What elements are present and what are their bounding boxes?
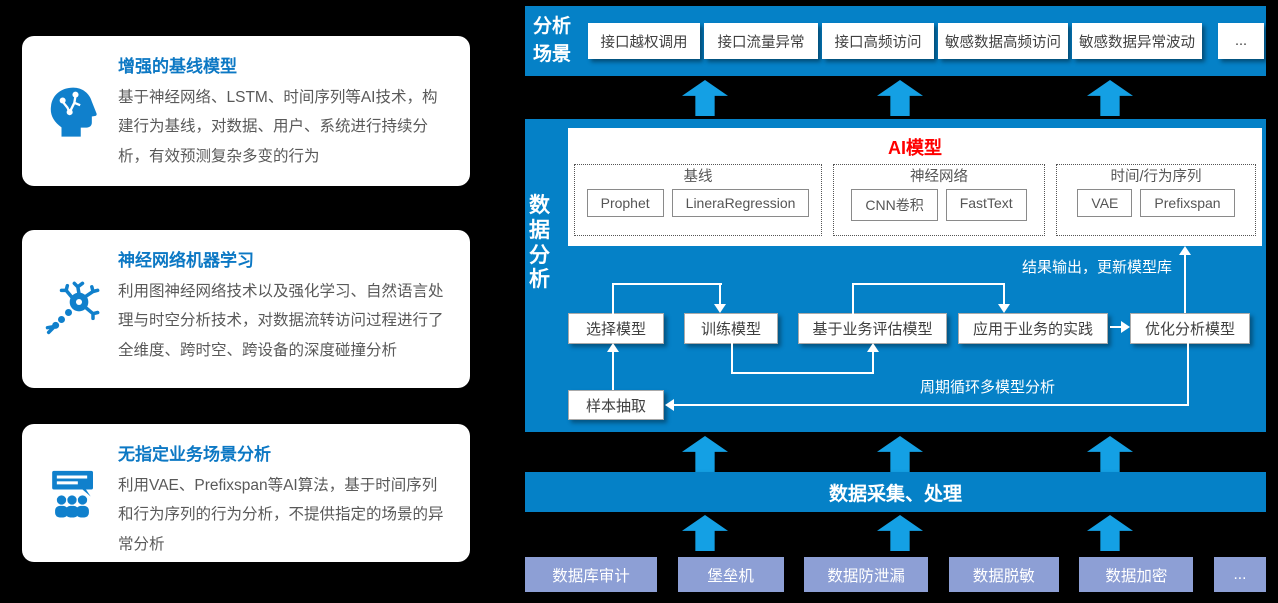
connector-line [731, 372, 874, 374]
connector-line [612, 351, 614, 390]
scenario-bar-label: 分析场景 [533, 16, 572, 65]
connector-line [1003, 283, 1005, 305]
source-box-data-masking: 数据脱敏 [948, 557, 1059, 592]
connector-line [719, 283, 721, 305]
model-group-name: 时间/行为序列 [1110, 169, 1202, 185]
output-note: 结果输出，更新模型库 [1022, 259, 1173, 276]
scenario-item: 敏感数据异常波动 [1072, 23, 1202, 59]
card-body: 基于神经网络、LSTM、时间序列等AI技术，构建行为基线，对数据、用户、系统进行… [118, 89, 438, 165]
connector-line [674, 404, 1189, 406]
connector-line [1110, 326, 1123, 328]
model-box: LineraRegression [671, 189, 810, 217]
data-collection-bar: 数据采集、处理 [525, 472, 1266, 512]
up-arrow-icon [877, 80, 923, 116]
scenario-item: 接口越权调用 [588, 23, 700, 59]
arrowhead-up-icon [607, 343, 619, 352]
card-title: 神经网络机器学习 [118, 251, 254, 270]
arrowhead-down-icon [998, 304, 1010, 313]
up-arrow-icon [682, 80, 728, 116]
card-no-scenario-analysis: 无指定业务场景分析 利用VAE、Prefixspan等AI算法，基于时间序列和行… [22, 424, 470, 562]
flow-step-evaluate-model: 基于业务评估模型 [798, 313, 947, 344]
up-arrow-icon [877, 515, 923, 551]
connector-line [1187, 343, 1189, 406]
up-arrow-icon [877, 436, 923, 472]
scenario-bar: 分析场景 接口越权调用 接口流量异常 接口高频访问 敏感数据高频访问 敏感数据异… [525, 6, 1266, 76]
flow-step-select-model: 选择模型 [568, 313, 664, 344]
source-box-dlp: 数据防泄漏 [804, 557, 929, 592]
arrowhead-left-icon [665, 399, 674, 411]
source-box-bastion-host: 堡垒机 [677, 557, 784, 592]
connector-line [612, 283, 722, 285]
model-group-name: 基线 [683, 169, 713, 185]
scenario-item-more: ... [1218, 23, 1264, 59]
model-box: CNN卷积 [851, 189, 938, 221]
loop-note: 周期循环多模型分析 [920, 379, 1056, 396]
connector-line [731, 343, 733, 374]
scenario-item: 接口流量异常 [704, 23, 818, 59]
flow-step-optimize-model: 优化分析模型 [1130, 313, 1250, 344]
arrowhead-down-icon [714, 304, 726, 313]
panel-side-label: 数据分析 [529, 194, 550, 292]
scenario-item: 敏感数据高频访问 [938, 23, 1068, 59]
model-group-baseline: 基线 Prophet LineraRegression [574, 164, 822, 236]
connector-line [852, 283, 854, 314]
connector-line [852, 283, 1005, 285]
source-box-database-audit: 数据库审计 [525, 557, 657, 592]
model-box: Prophet [586, 189, 664, 217]
ai-model-box: AI模型 基线 Prophet LineraRegression 神经网络 CN… [568, 128, 1262, 246]
up-arrow-icon [682, 436, 728, 472]
source-box-data-encryption: 数据加密 [1079, 557, 1194, 592]
arrowhead-right-icon [1121, 321, 1130, 333]
model-group-neural: 神经网络 CNN卷积 FastText [833, 164, 1045, 236]
ai-model-groups: 基线 Prophet LineraRegression 神经网络 CNN卷积 F… [574, 164, 1256, 236]
scenario-item: 接口高频访问 [822, 23, 934, 59]
card-body: 利用图神经网络技术以及强化学习、自然语言处理与时空分析技术，对数据流转访问过程进… [118, 283, 444, 359]
model-box: Prefixspan [1140, 189, 1235, 217]
connector-line [612, 283, 614, 314]
arrowhead-up-icon [867, 343, 879, 352]
data-analysis-panel: 数据分析 AI模型 基线 Prophet LineraRegression 神经… [525, 119, 1266, 432]
card-neural-network: 神经网络机器学习 利用图神经网络技术以及强化学习、自然语言处理与时空分析技术，对… [22, 230, 470, 388]
flow-step-apply-business: 应用于业务的实践 [958, 313, 1108, 344]
up-arrow-icon [1087, 80, 1133, 116]
model-box: VAE [1077, 189, 1133, 217]
up-arrow-icon [1087, 436, 1133, 472]
model-box: FastText [945, 189, 1027, 221]
card-title: 增强的基线模型 [118, 57, 237, 76]
source-systems-row: 数据库审计 堡垒机 数据防泄漏 数据脱敏 数据加密 ... [525, 557, 1266, 592]
source-box-more: ... [1213, 557, 1266, 592]
scenario-items: 接口越权调用 接口流量异常 接口高频访问 敏感数据高频访问 敏感数据异常波动 .… [588, 23, 1264, 59]
presentation-people-icon [44, 465, 100, 521]
neuron-icon [44, 281, 100, 337]
card-enhanced-baseline: 增强的基线模型 基于神经网络、LSTM、时间序列等AI技术，构建行为基线，对数据… [22, 36, 470, 186]
connector-line [1184, 254, 1186, 313]
flow-step-sample-extract: 样本抽取 [568, 390, 664, 420]
model-group-name: 神经网络 [910, 169, 968, 185]
connector-line [872, 351, 874, 373]
data-collection-label: 数据采集、处理 [828, 483, 962, 505]
card-body: 利用VAE、Prefixspan等AI算法，基于时间序列和行为序列的行为分析，不… [118, 477, 444, 553]
arrowhead-up-icon [1179, 246, 1191, 255]
up-arrow-icon [1087, 515, 1133, 551]
ai-model-title: AI模型 [888, 138, 942, 158]
model-group-time-sequence: 时间/行为序列 VAE Prefixspan [1056, 164, 1256, 236]
up-arrow-icon [682, 515, 728, 551]
flow-step-train-model: 训练模型 [684, 313, 778, 344]
brain-head-icon [44, 83, 100, 139]
card-title: 无指定业务场景分析 [118, 445, 271, 464]
